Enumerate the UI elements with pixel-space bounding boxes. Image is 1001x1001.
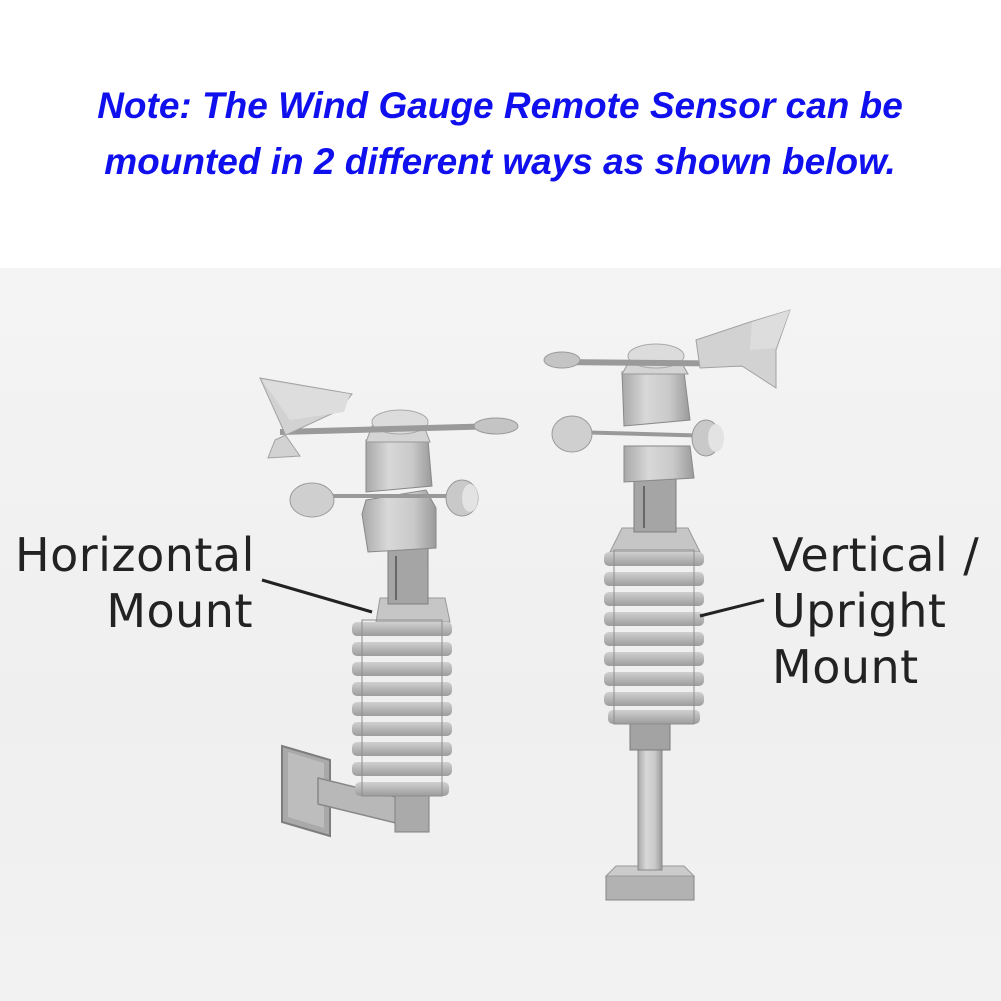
vertical-mount-label: Vertical / Upright Mount [772,527,997,695]
upper-housing [365,439,433,493]
mounting-note: Note: The Wind Gauge Remote Sensor can b… [20,78,980,190]
horizontal-label-line-2: Mount [106,584,253,638]
vertical-mount-sensor [543,309,791,901]
horizontal-mount-label: Horizontal Mount [15,527,255,639]
note-line-1: Note: The Wind Gauge Remote Sensor can b… [97,85,903,126]
vertical-label-line-1: Vertical / [772,528,980,582]
base-plate [605,875,695,901]
horizontal-mount-sensor [259,377,519,838]
mounting-pole [637,739,663,871]
anemometer-cups [289,479,479,518]
vertical-label-leader [699,598,765,618]
horizontal-label-leader [261,578,373,614]
anemometer-cups [551,415,724,457]
upper-housing [621,371,691,427]
lower-housing [361,489,437,553]
photo-background [0,268,1001,1001]
vertical-label-line-3: Mount [772,640,919,694]
wind-vane [543,309,791,389]
vertical-label-line-2: Upright [772,584,947,638]
wind-vane [259,377,519,459]
radiation-shield [352,597,452,797]
horizontal-label-line-1: Horizontal [15,528,255,582]
note-line-2: mounted in 2 different ways as shown bel… [104,141,896,182]
lower-housing [623,445,695,483]
radiation-shield [604,527,704,725]
